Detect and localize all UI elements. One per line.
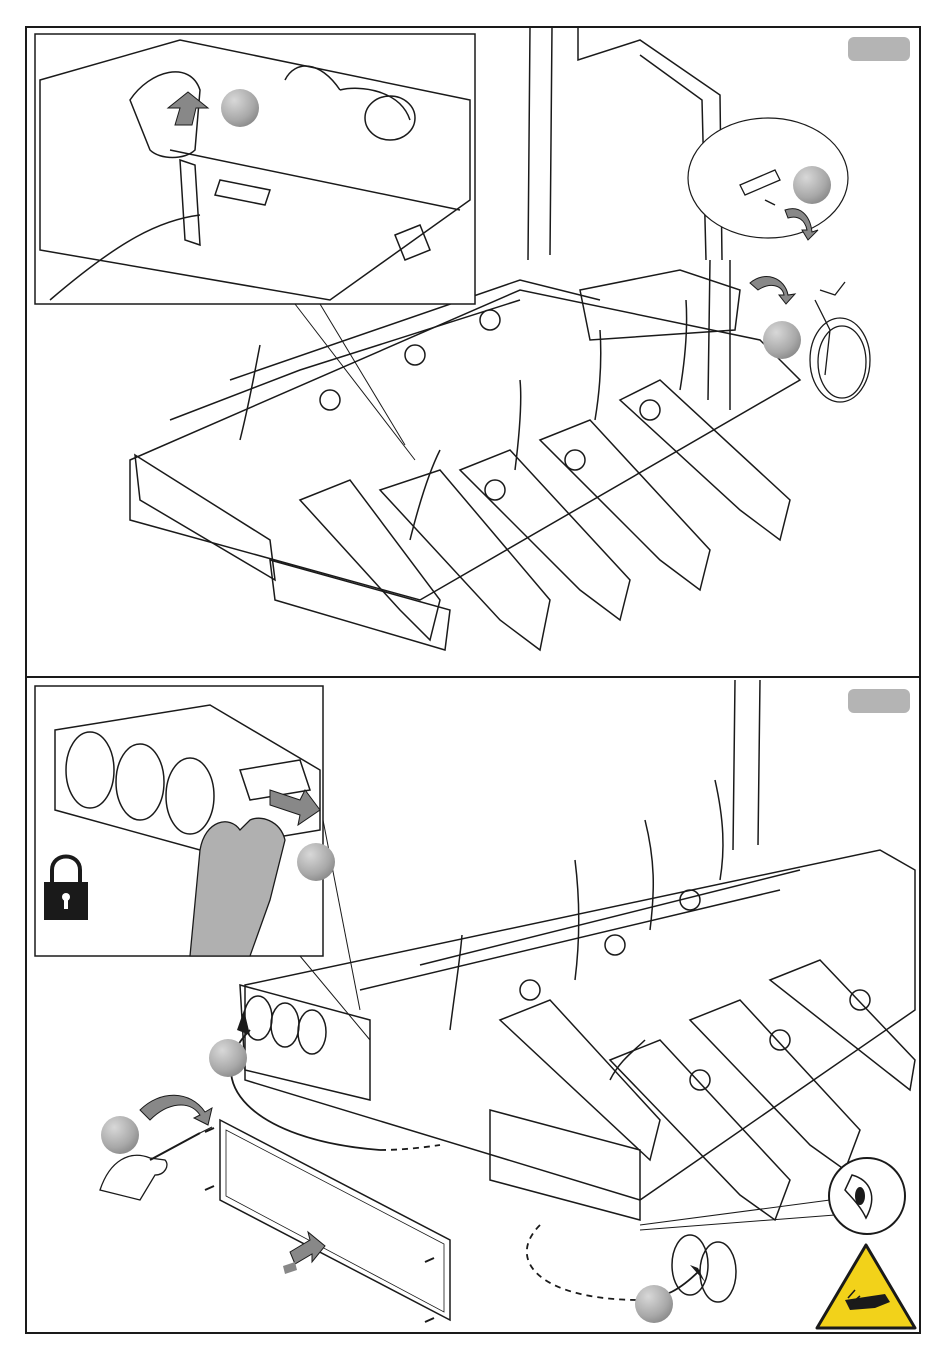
panel-step-1 (26, 27, 920, 677)
step-marker-3 (101, 1116, 139, 1154)
panel-step-2 (26, 677, 920, 1333)
step-badge (848, 37, 910, 61)
step-marker-1 (297, 843, 335, 881)
step-marker-2 (209, 1039, 247, 1077)
step-marker-1 (221, 89, 259, 127)
step-badge (848, 689, 910, 713)
step-marker-4 (635, 1285, 673, 1323)
step-marker-3 (763, 321, 801, 359)
step-marker-2 (793, 166, 831, 204)
eye-inspect-icon (829, 1158, 905, 1234)
